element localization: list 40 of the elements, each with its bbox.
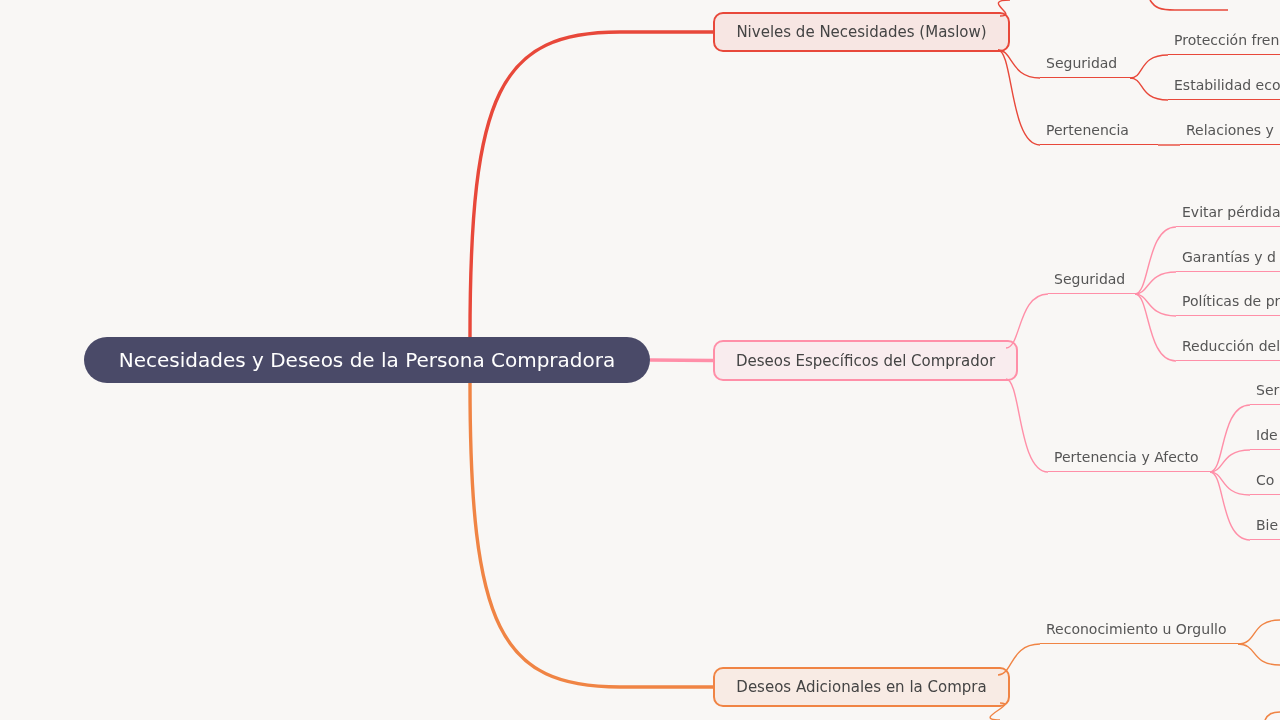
branch-line	[997, 0, 1011, 17]
main-topic-box: Deseos Adicionales en la Compra	[713, 667, 1010, 707]
branch-line	[1005, 378, 1049, 473]
subtopic-label: Pertenencia y Afecto	[1048, 442, 1210, 472]
branch-line	[468, 30, 713, 338]
subtopic-label: Ser	[1250, 375, 1280, 405]
central-topic: Necesidades y Deseos de la Persona Compradora	[84, 337, 650, 383]
branch-line	[1134, 226, 1177, 295]
subtopic-label: Estabilidad eco	[1168, 70, 1280, 100]
branch-line	[997, 49, 1041, 146]
branch-line	[1005, 293, 1049, 349]
branch-line	[1129, 77, 1169, 101]
branch-line	[1209, 404, 1251, 473]
subtopic-label: Políticas de pr	[1176, 286, 1280, 316]
subtopic-label: Seguridad	[1040, 48, 1130, 78]
branch-line	[1209, 449, 1251, 473]
branch-line	[1209, 471, 1251, 541]
branch-line	[468, 382, 713, 689]
branch-line	[997, 643, 1041, 676]
branch-line	[1157, 144, 1181, 146]
subtopic-label: Seguridad	[1048, 264, 1135, 294]
subtopic-label: Protección fren	[1168, 25, 1280, 55]
subtopic-label: Pertenencia	[1040, 115, 1158, 145]
branch-line	[997, 49, 1041, 79]
main-topic-box: Niveles de Necesidades (Maslow)	[713, 12, 1010, 52]
branch-line	[989, 702, 1006, 720]
branch-line	[1134, 293, 1177, 362]
subtopic-label: Co	[1250, 465, 1280, 495]
subtopic-label: Reconocimiento u Orgullo	[1040, 614, 1238, 644]
subtopic-label: Evitar pérdida	[1176, 197, 1280, 227]
subtopic-label: Ide	[1250, 420, 1280, 450]
subtopic-label: Relaciones y	[1180, 115, 1280, 145]
branch-line	[1129, 54, 1169, 79]
branch-line	[1134, 271, 1177, 295]
branch-line	[650, 358, 713, 363]
branch-line	[1237, 643, 1280, 666]
main-topic-box: Deseos Específicos del Comprador	[713, 340, 1018, 381]
subtopic-label: Bie	[1250, 510, 1280, 540]
subtopic-label: Garantías y d	[1176, 242, 1280, 272]
subtopic-label: Reducción del	[1176, 331, 1280, 361]
